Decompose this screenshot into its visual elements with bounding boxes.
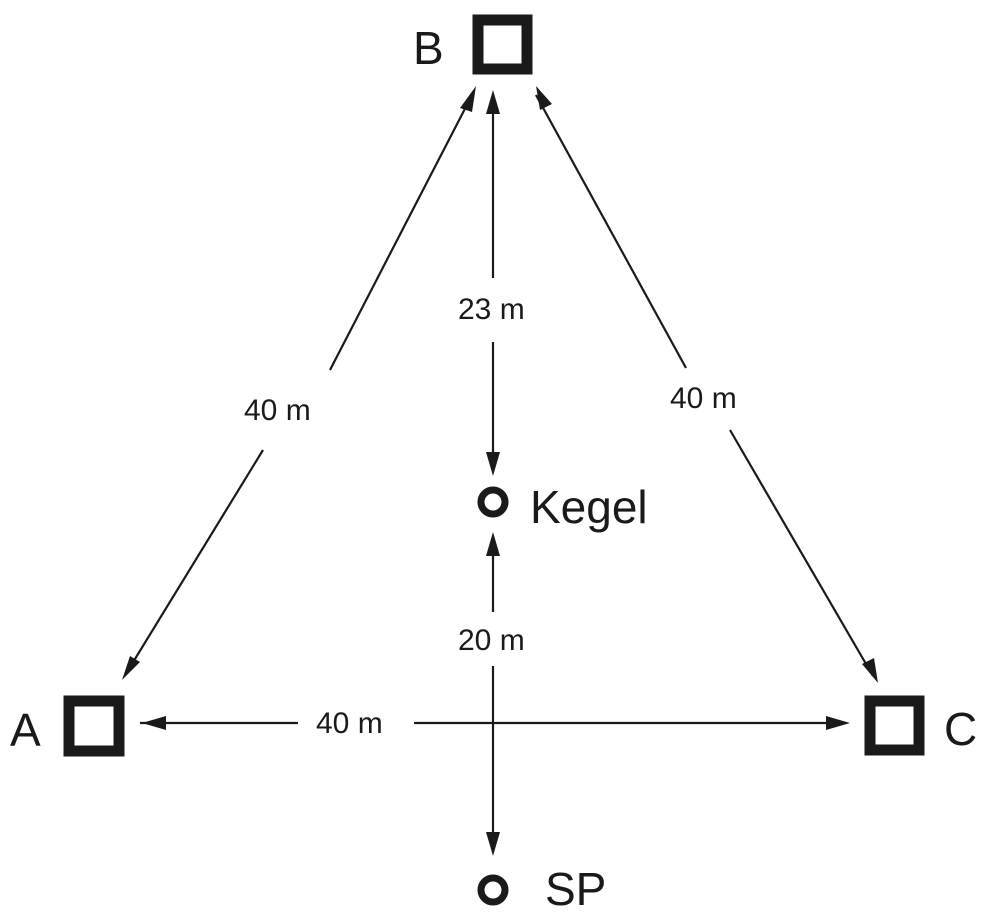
edge-b-c-upper <box>535 94 687 369</box>
sp-marker <box>477 874 509 906</box>
sp-label: SP <box>545 863 606 915</box>
station-a-label: A <box>10 704 41 756</box>
arrowhead-b-kegel-bottom <box>486 452 500 476</box>
distance-a-c: 40 m <box>316 707 383 740</box>
kegel-marker <box>477 486 509 518</box>
station-a-box <box>63 695 125 757</box>
kegel-label: Kegel <box>530 481 648 533</box>
edge-a-b-upper <box>329 98 471 371</box>
distance-kegel-sp: 20 m <box>458 624 525 657</box>
arrowhead-b-c-top <box>536 86 552 110</box>
arrowhead-a-b-bottom <box>122 656 140 680</box>
distance-b-kegel: 23 m <box>458 293 525 326</box>
arrowhead-kegel-sp-top <box>486 532 500 556</box>
station-c-label: C <box>944 703 977 755</box>
arrowhead-a-c-right <box>826 716 850 730</box>
arrowhead-a-c-left <box>142 716 166 730</box>
station-c-box <box>864 695 925 756</box>
distance-b-c: 40 m <box>670 382 737 415</box>
station-b-box <box>472 14 533 75</box>
distance-a-b: 40 m <box>244 394 311 427</box>
arrowhead-b-kegel-top <box>486 90 500 114</box>
arrowhead-b-c-bottom <box>862 658 878 683</box>
station-b-label: B <box>413 22 444 74</box>
edge-b-c-lower <box>729 429 874 677</box>
arrowhead-kegel-sp-bottom <box>486 832 500 856</box>
edge-a-b-lower <box>126 449 264 673</box>
arrowhead-a-b-top <box>460 86 476 112</box>
